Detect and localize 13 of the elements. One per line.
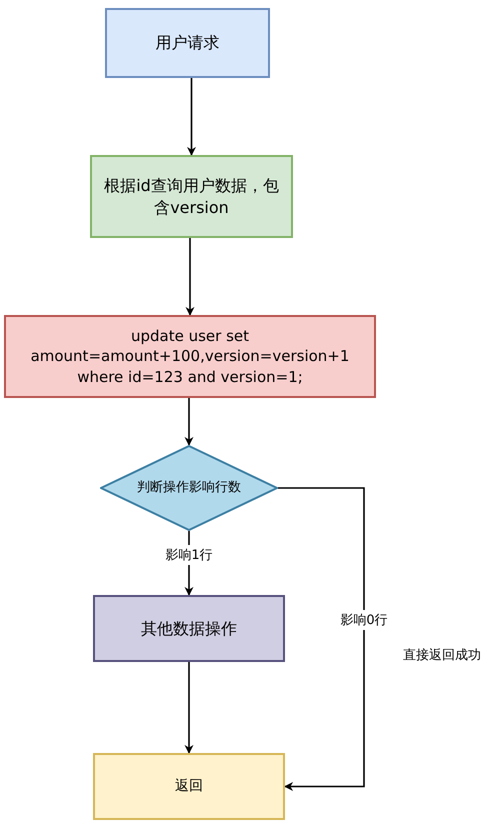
arrow bbox=[186, 238, 194, 316]
process-box: update user set amount=amount+100,version=version+1 where id=123 and version=1; bbox=[4, 315, 376, 398]
decision-diamond: 判断操作影响行数 bbox=[100, 445, 278, 531]
arrow bbox=[184, 398, 194, 446]
arrow bbox=[278, 487, 365, 791]
process-box: 返回 bbox=[93, 753, 285, 820]
arrow bbox=[184, 662, 194, 754]
edge-label: 影响1行 bbox=[165, 545, 213, 565]
process-box: 用户请求 bbox=[105, 8, 270, 78]
edge-label: 影响0行 bbox=[340, 610, 388, 630]
process-box: 其他数据操作 bbox=[93, 595, 285, 662]
arrow bbox=[187, 78, 196, 156]
process-box: 根据id查询用户数据，包含version bbox=[90, 155, 293, 238]
